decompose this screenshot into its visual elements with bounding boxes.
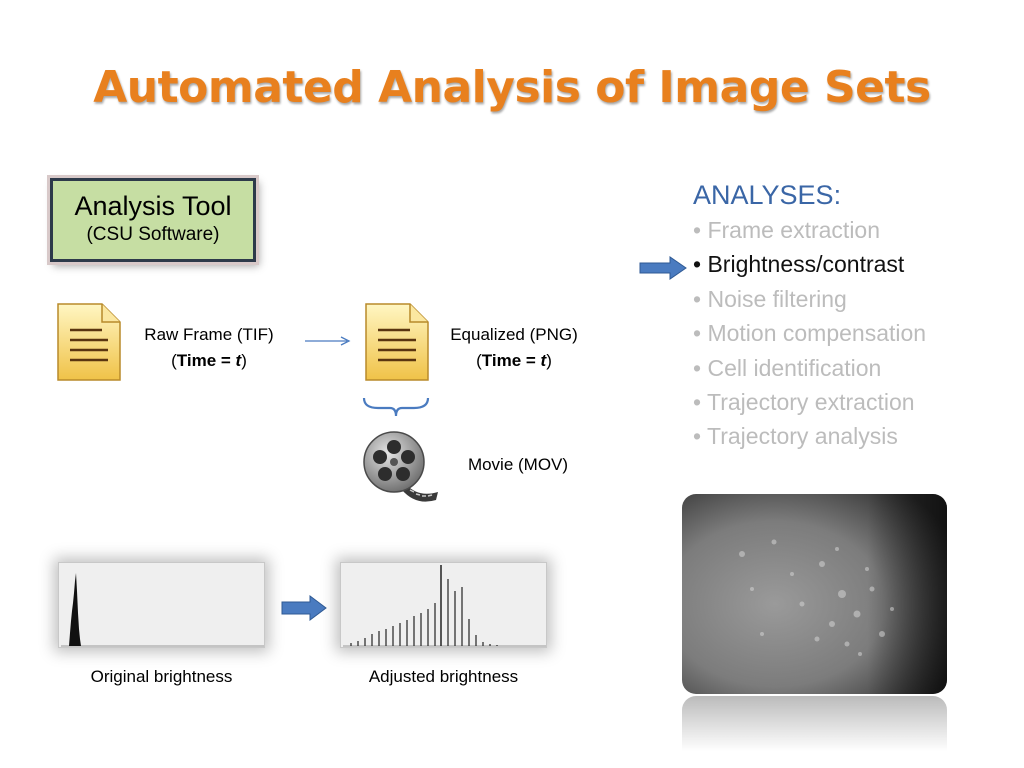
equalized-label: Equalized (PNG) [432,322,596,348]
tool-name: Analysis Tool [53,191,253,222]
slide-title: Automated Analysis of Image Sets [0,62,1024,113]
analysis-item-trajectory-extraction: • Trajectory extraction [693,385,926,419]
original-histogram [58,562,265,648]
analysis-item-frame-extraction: • Frame extraction [693,213,926,247]
analysis-item-trajectory-analysis: • Trajectory analysis [693,419,926,453]
raw-document-icon [52,300,124,386]
analyses-list: ANALYSES: • Frame extraction • Brightnes… [693,180,926,454]
equalized-caption: Equalized (PNG) (Time = t) [432,322,596,374]
original-brightness-caption: Original brightness [58,664,265,690]
analysis-tool-box: Analysis Tool (CSU Software) [50,178,256,262]
analysis-item-brightness-contrast: • Brightness/contrast [693,247,926,281]
raw-frame-caption: Raw Frame (TIF) (Time = t) [126,322,292,374]
analyses-heading: ANALYSES: [693,180,926,211]
analysis-item-noise-filtering: • Noise filtering [693,282,926,316]
raw-frame-time: (Time = t) [126,348,292,374]
analysis-item-cell-identification: • Cell identification [693,351,926,385]
equalized-document-icon [360,300,432,386]
thin-arrow-icon [303,334,353,348]
microscopy-image-reflection [682,696,947,751]
brace-icon [360,394,432,420]
movie-caption: Movie (MOV) [448,452,588,478]
microscopy-image [682,494,947,694]
film-reel-icon [360,428,440,504]
analysis-item-motion-compensation: • Motion compensation [693,316,926,350]
right-arrow-icon [280,594,328,622]
tool-subtitle: (CSU Software) [53,224,253,246]
pointer-arrow-icon [638,255,688,281]
raw-frame-label: Raw Frame (TIF) [126,322,292,348]
adjusted-brightness-caption: Adjusted brightness [340,664,547,690]
adjusted-histogram [340,562,547,648]
equalized-time: (Time = t) [432,348,596,374]
